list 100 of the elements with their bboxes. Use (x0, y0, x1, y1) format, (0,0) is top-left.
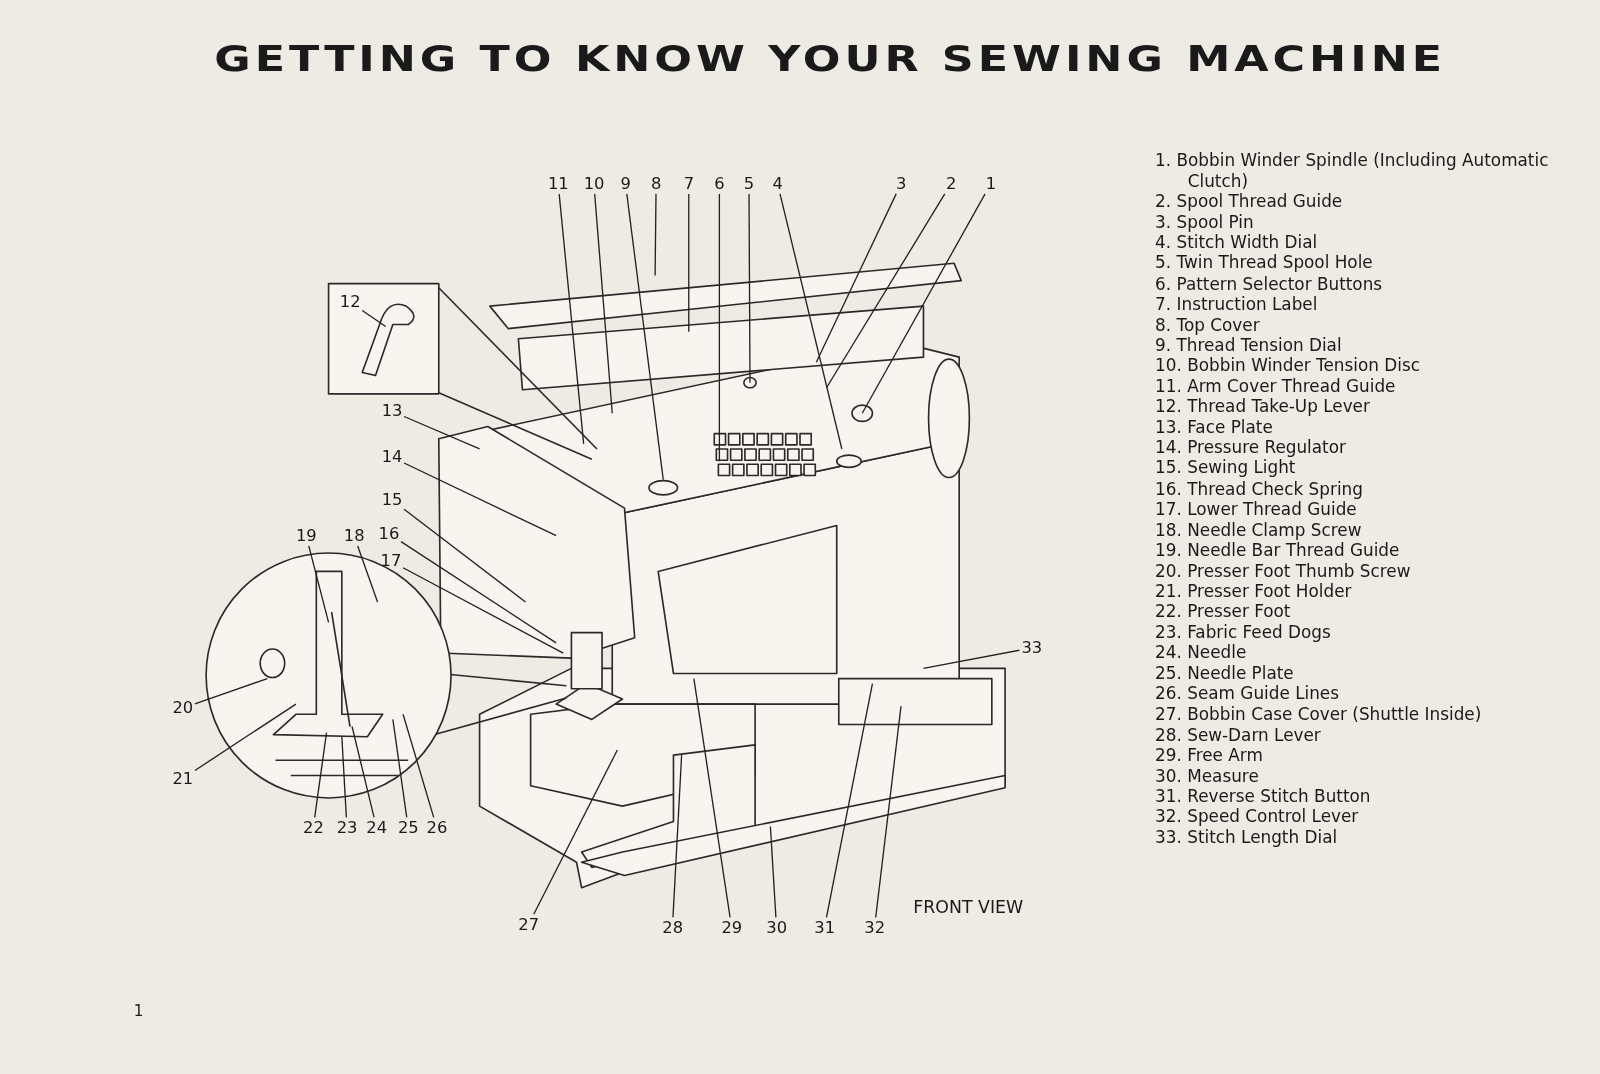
part-list-item: 8. Top Cover (1155, 315, 1261, 336)
callout-number: 4 (771, 174, 784, 193)
view-caption: FRONT VIEW (913, 896, 1024, 918)
callout-number: 33 (1020, 638, 1044, 658)
part-list-item: 6. Pattern Selector Buttons (1155, 274, 1384, 295)
leader-line (558, 193, 585, 445)
callout-number: 21 (171, 769, 195, 788)
callout-number: 8 (650, 174, 663, 193)
callout-number: 32 (863, 918, 887, 937)
leader-line (825, 683, 874, 918)
callout-number: 22 (302, 818, 325, 837)
leader-line (748, 193, 751, 384)
leader-line (194, 703, 297, 772)
callout-number: 28 (661, 918, 685, 937)
leader-line (402, 713, 435, 818)
part-list-item: 4. Stitch Width Dial (1155, 233, 1319, 254)
leader-line (825, 193, 946, 389)
part-list-item: 22. Presser Foot (1155, 602, 1292, 623)
callout-number: 12 (338, 292, 362, 312)
leader-line (308, 545, 330, 624)
callout-number: 11 (546, 174, 570, 193)
part-list-item: 26. Seam Guide Lines (1155, 684, 1340, 705)
leader-line (718, 193, 721, 462)
part-list-item: 16. Thread Check Spring (1155, 479, 1364, 500)
leader-line (341, 736, 348, 818)
part-list-item: 31. Reverse Stitch Button (1155, 786, 1372, 808)
leader-line (351, 725, 375, 818)
callout-number: 25 (396, 818, 420, 837)
leader-line (400, 541, 557, 644)
callout-number: 16 (377, 524, 401, 543)
callout-number: 31 (813, 918, 837, 937)
leader-line (672, 754, 683, 918)
part-list-item: 30. Measure (1155, 766, 1260, 787)
page-number: 1 (133, 1002, 144, 1021)
part-list-item: 3. Spool Pin (1155, 212, 1255, 234)
callout-number: 29 (720, 918, 744, 937)
part-list-item: 32. Speed Control Lever (1155, 807, 1360, 828)
leader-line (875, 705, 902, 918)
leader-line (392, 718, 408, 818)
leader-line (769, 825, 777, 918)
part-list-item: 15. Sewing Light (1155, 458, 1297, 480)
callout-number: 14 (380, 447, 404, 467)
callout-number: 6 (713, 174, 726, 193)
callout-number: 10 (582, 174, 606, 193)
callout-number: 20 (171, 698, 195, 718)
callout-number: 26 (425, 818, 449, 837)
leader-line (314, 732, 328, 818)
leader-line (861, 193, 986, 414)
part-list-item: 1. Bobbin Winder Spindle (Including Automatic Clutch) (1155, 151, 1550, 193)
part-list-item: 20. Presser Foot Thumb Screw (1155, 561, 1412, 582)
leader-line (693, 677, 731, 918)
leader-line (357, 545, 379, 603)
callout-number: 9 (619, 174, 632, 193)
leader-line (403, 415, 481, 450)
page-title: GETTING TO KNOW YOUR SEWING MACHINE (214, 38, 1446, 80)
part-list-item: 23. Fabric Feed Dogs (1155, 622, 1332, 644)
part-list-item: 5. Twin Thread Spool Hole (1155, 253, 1374, 275)
part-list-item: 2. Spool Thread Guide (1155, 192, 1344, 213)
callout-number: 17 (379, 552, 403, 571)
part-list-item: 27. Bobbin Case Cover (Shuttle Inside) (1155, 704, 1483, 726)
part-list-item: 33. Stitch Length Dial (1155, 827, 1339, 849)
callout-number: 1 (984, 174, 998, 193)
part-list-item: 28. Sew-Darn Lever (1155, 725, 1322, 746)
leader-line (594, 193, 613, 414)
callout-number: 15 (380, 490, 404, 510)
callout-number: 23 (335, 818, 359, 837)
leader-line (194, 677, 268, 705)
part-list-item: 13. Face Plate (1155, 417, 1274, 439)
leader-line (654, 193, 657, 277)
leader-line (815, 193, 897, 363)
callout-number: 2 (944, 174, 958, 193)
part-list-item: 29. Free Arm (1155, 745, 1264, 767)
part-list-item: 19. Needle Bar Thread Guide (1155, 540, 1401, 562)
callout-number: 24 (365, 818, 389, 837)
part-list-item: 21. Presser Foot Holder (1155, 581, 1353, 603)
leader-line (402, 567, 564, 654)
part-list-item: 7. Instruction Label (1155, 294, 1319, 316)
leader-line (403, 462, 557, 537)
leader-line (533, 749, 618, 915)
leader-line (626, 193, 664, 481)
callout-number: 3 (894, 174, 908, 193)
part-list-item: 24. Needle (1155, 643, 1248, 664)
callout-number: 13 (380, 402, 404, 421)
part-list-item: 17. Lower Thread Guide (1155, 499, 1358, 521)
callout-number: 19 (294, 526, 318, 545)
part-list-item: 11. Arm Cover Thread Guide (1155, 376, 1397, 398)
leader-line (688, 193, 690, 333)
callout-number: 7 (682, 174, 696, 193)
callout-number: 5 (742, 174, 756, 193)
callout-number: 27 (517, 915, 541, 934)
leader-line (922, 649, 1021, 670)
callout-number: 18 (342, 526, 366, 545)
part-list-item: 25. Needle Plate (1155, 663, 1295, 685)
callout-number: 30 (765, 918, 789, 937)
leader-line (779, 193, 843, 450)
leader-line (403, 508, 527, 603)
part-list-item: 12. Thread Take-Up Lever (1155, 397, 1371, 418)
part-list-item: 18. Needle Clamp Screw (1155, 520, 1363, 541)
part-list-item: 10. Bobbin Winder Tension Disc (1155, 356, 1421, 377)
part-list-item: 9. Thread Tension Dial (1155, 335, 1343, 357)
